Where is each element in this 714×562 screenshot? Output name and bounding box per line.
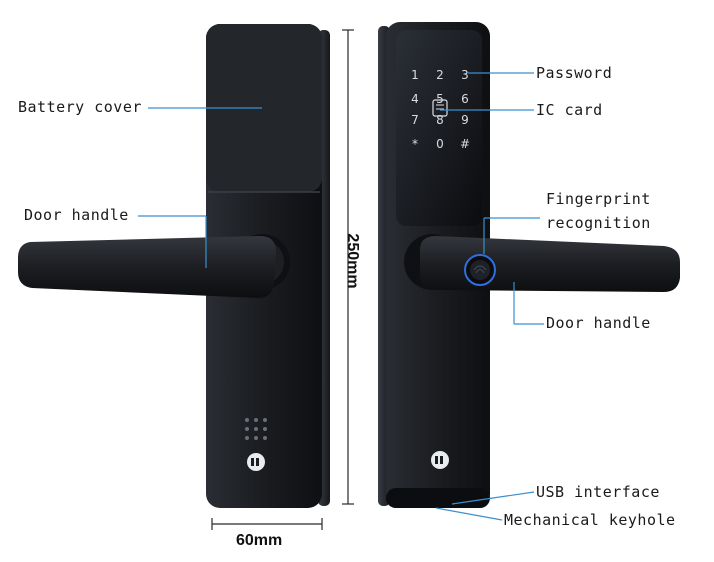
keypad-key: * (412, 137, 418, 151)
speaker-grill-icon (245, 418, 267, 440)
keypad-key: 3 (461, 68, 469, 82)
keypad-key: 9 (461, 113, 469, 127)
keypad-key: 6 (461, 92, 469, 106)
callout-keyhole (435, 507, 503, 521)
fingerprint-sensor-icon (464, 254, 496, 286)
right-logo-icon (431, 451, 449, 469)
battery-cover-label: Battery cover (18, 98, 142, 116)
left-door-handle (18, 236, 276, 298)
keypad-key: 5 (436, 92, 444, 106)
ic-card-icon (432, 99, 448, 117)
callout-lines (138, 72, 544, 521)
left-logo-icon (247, 453, 265, 471)
mechanical-keyhole-label: Mechanical keyhole (504, 511, 676, 529)
callout-usb (451, 491, 535, 505)
right-door-handle (420, 236, 680, 292)
height-dimension-label: 250mm (344, 233, 361, 289)
keypad-glass (396, 30, 482, 226)
fingerprint-label-line1: Fingerprint (546, 190, 651, 208)
width-dimension-label: 60mm (236, 532, 283, 549)
left-lock (18, 24, 330, 508)
right-lock: 1 2 3 4 5 6 7 8 9 * 0 # (378, 22, 680, 508)
usb-keyhole-cap (386, 488, 490, 508)
ic-card-label: IC card (536, 101, 603, 119)
door-handle-right-label: Door handle (546, 314, 651, 332)
door-handle-left-label: Door handle (24, 206, 129, 224)
keypad-key: 7 (411, 113, 419, 127)
fingerprint-label-line2: recognition (546, 214, 651, 232)
keypad-key: 1 (411, 68, 419, 82)
keypad-key: 0 (436, 137, 444, 151)
keypad-key: 8 (436, 113, 444, 127)
keypad-key: # (460, 137, 470, 151)
battery-cover-panel (206, 24, 322, 192)
usb-interface-label: USB interface (536, 483, 660, 501)
keypad-key: 4 (411, 92, 419, 106)
keypad: 1 2 3 4 5 6 7 8 9 * 0 # (411, 68, 470, 151)
dimension-lines (211, 29, 354, 530)
keypad-key: 2 (436, 68, 444, 82)
password-label: Password (536, 64, 613, 82)
